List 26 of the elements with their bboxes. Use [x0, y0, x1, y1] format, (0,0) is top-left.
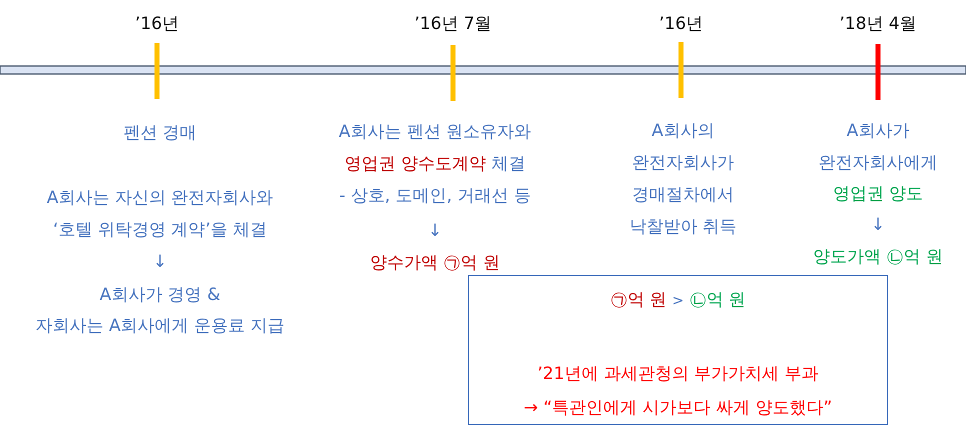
event-text: A회사가 완전자회사에게 — [818, 120, 938, 175]
event-text: 영업권 양도 — [832, 183, 924, 206]
price-text: 양도가액 ㉡억 원 — [812, 246, 944, 269]
note-text: → “특관인에게 시가보다 싸게 양도했다” — [522, 397, 834, 420]
amount-text: ㉠억 원 — [610, 290, 667, 310]
amount-text: ㉡억 원 — [689, 290, 746, 310]
price-text: 양수가액 ㉠억 원 — [369, 252, 501, 275]
event-text: 펜션 경매 — [122, 122, 198, 145]
date-label: ’16년 — [658, 13, 704, 36]
comparison-sign: > — [672, 293, 684, 309]
date-label: ’16년 — [134, 13, 180, 36]
highlight-text: 영업권 양수도계약 — [344, 154, 486, 174]
down-arrow-symbol: ↓ — [426, 220, 444, 243]
event-text: A회사의 완전자회사가 경매절차에서 낙찰받아 취득 — [628, 120, 738, 239]
date-label: ’16년 7월 — [413, 13, 493, 36]
date-label: ’18년 4월 — [838, 13, 918, 36]
event-text: - 상호, 도메인, 거래선 등 — [338, 185, 532, 208]
event-text: A회사는 자신의 완전자회사와 ‘호텔 위탁경영 계약’을 체결 — [46, 187, 274, 242]
event-text: A회사는 펜션 원소유자와 — [338, 121, 532, 144]
event-text: 체결 — [491, 154, 526, 174]
note-box — [468, 275, 888, 425]
down-arrow-symbol: ↓ — [870, 214, 886, 237]
note-text: ’21년에 과세관청의 부가가치세 부과 — [536, 363, 820, 386]
event-text: A회사가 경영 & — [98, 284, 222, 307]
down-arrow-symbol: ↓ — [152, 251, 168, 274]
event-text: 자회사는 A회사에게 운용료 지급 — [34, 315, 286, 338]
